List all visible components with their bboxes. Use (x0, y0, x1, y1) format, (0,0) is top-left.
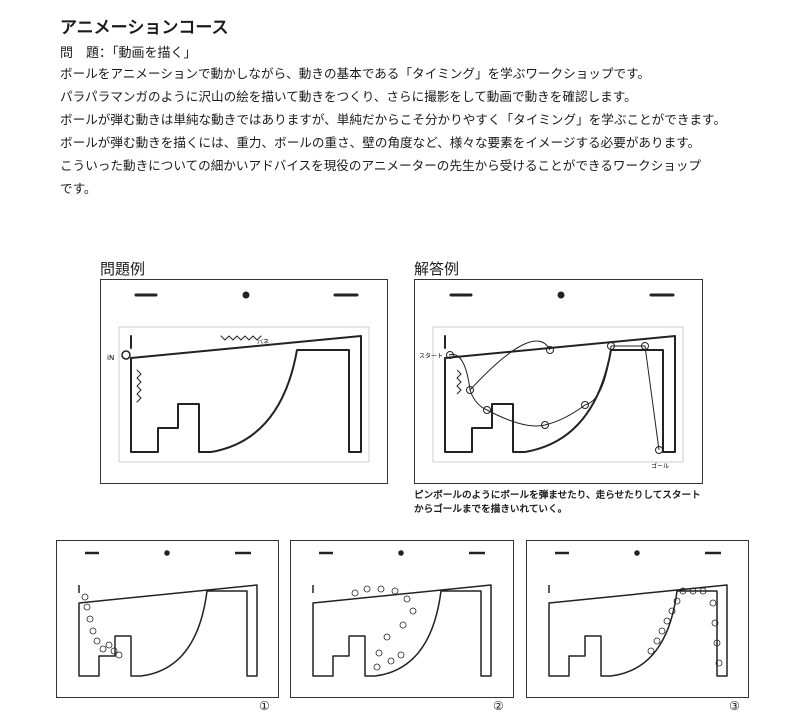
course-drawing: iN バネ (107, 291, 370, 463)
course-drawing (312, 550, 492, 677)
caption-line: ピンボールのようにボールを弾ませたり、走らせたりしてスタート (414, 490, 701, 501)
course-drawing (78, 550, 258, 677)
step-sketch-2 (290, 540, 514, 698)
step-sketch-3 (526, 540, 749, 698)
goal-mark: ゴール (651, 462, 669, 470)
answer-example-sketch: スタート ゴール (414, 279, 703, 484)
step-number-3: ③ (729, 699, 740, 713)
start-mark: スタート (419, 352, 443, 360)
answer-example-label: 解答例 (414, 260, 460, 278)
description-line: パラパラマンガのように沢山の絵を描いて動きをつくり、さらに撮影をして動画で動きを… (60, 89, 637, 104)
problem-example-label: 問題例 (100, 260, 146, 278)
course-drawing: スタート ゴール (419, 291, 684, 470)
description: ボールをアニメーションで動かしながら、動きの基本である「タイミング」を学ぶワーク… (60, 62, 780, 200)
problem-example-sketch: iN バネ (100, 279, 388, 484)
step-sketch-1 (56, 540, 279, 698)
problem-subtitle: 問 題：「動画を描く」 (60, 46, 197, 61)
step-number-1: ① (259, 699, 270, 713)
in-mark: iN (107, 354, 114, 362)
step-number-2: ② (493, 699, 504, 713)
answer-caption: ピンボールのようにボールを弾ませたり、走らせたりしてスタート からゴールまでを描… (414, 489, 701, 517)
course-drawing (548, 550, 728, 677)
description-line: ボールをアニメーションで動かしながら、動きの基本である「タイミング」を学ぶワーク… (60, 66, 651, 81)
description-line: ボールが弾む動きは単純な動きではありますが、単純だからこそ分かりやすく「タイミン… (60, 112, 726, 127)
caption-line: からゴールまでを描きいれていく。 (414, 504, 568, 515)
description-line: ボールが弾む動きを描くには、重力、ボールの重さ、壁の角度など、様々な要素をイメー… (60, 135, 701, 150)
description-line: です。 (60, 181, 97, 196)
description-line: こういった動きについての細かいアドバイスを現役のアニメーターの先生から受けること… (60, 158, 702, 173)
page-title: アニメーションコース (60, 18, 229, 38)
spring-mark: バネ (257, 339, 269, 346)
